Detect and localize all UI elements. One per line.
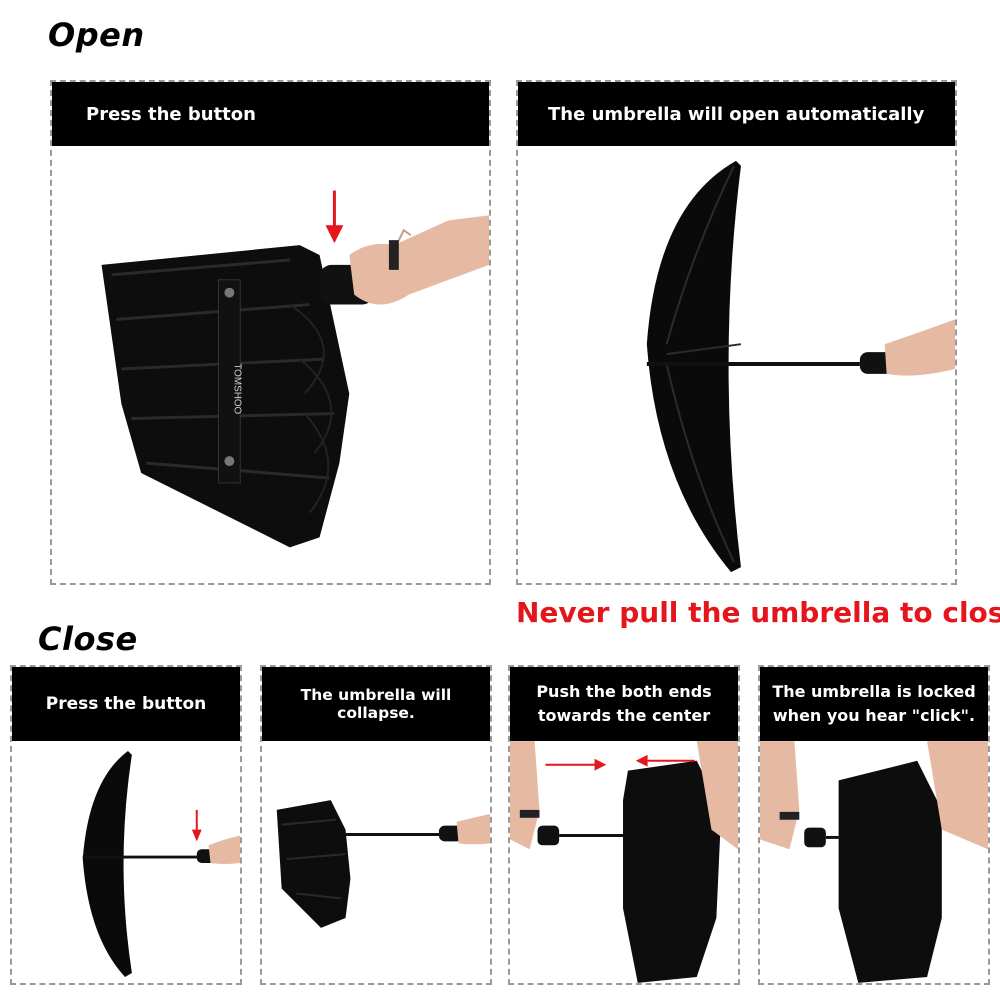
step-caption: The umbrella will collapse. — [262, 667, 490, 741]
push-ends-photo — [510, 741, 738, 983]
step-caption-text: Push the both ends towards the center — [536, 682, 712, 725]
folded-umbrella-photo: TOMSHOO — [52, 146, 489, 583]
step-caption-text: The umbrella is locked when you hear "cl… — [772, 682, 976, 725]
close-step-push-ends-panel: Push the both ends towards the center — [508, 665, 740, 985]
open-step-opens-automatically-panel: The umbrella will open automatically — [516, 80, 957, 585]
close-step-collapse-panel: The umbrella will collapse. — [260, 665, 492, 985]
open-umbrella-image — [646, 160, 955, 573]
locked-umbrella-image — [760, 741, 988, 983]
step-caption-text: The umbrella will collapse. — [300, 686, 452, 722]
step-caption: Push the both ends towards the center — [510, 667, 738, 741]
open-umbrella-photo — [518, 146, 955, 583]
step-caption-text: Press the button — [86, 103, 256, 125]
locked-umbrella-photo — [760, 741, 988, 983]
warning-text: Never pull the umbrella to close. — [516, 596, 1000, 629]
folded-umbrella-image: TOMSHOO — [101, 190, 489, 548]
open-step-press-button-panel: Press the button TOMSHOO — [50, 80, 491, 585]
step-caption: Press the button — [12, 667, 240, 741]
close-step-press-button-panel: Press the button — [10, 665, 242, 985]
open-umbrella-small-photo — [12, 741, 240, 983]
brand-label: TOMSHOO — [231, 363, 242, 414]
open-section-title: Open — [48, 16, 145, 54]
close-step-locked-panel: The umbrella is locked when you hear "cl… — [758, 665, 990, 985]
step-caption: The umbrella is locked when you hear "cl… — [760, 667, 988, 741]
collapsing-umbrella-photo — [262, 741, 490, 983]
open-umbrella-small-image — [82, 750, 240, 977]
push-ends-image — [510, 741, 738, 983]
step-caption: Press the button — [52, 82, 489, 146]
close-section-title: Close — [38, 620, 138, 658]
step-caption-text: The umbrella will open automatically — [548, 103, 925, 125]
step-caption: The umbrella will open automatically — [518, 82, 955, 146]
step-caption-text: Press the button — [45, 694, 207, 714]
collapsing-umbrella-image — [276, 800, 490, 928]
